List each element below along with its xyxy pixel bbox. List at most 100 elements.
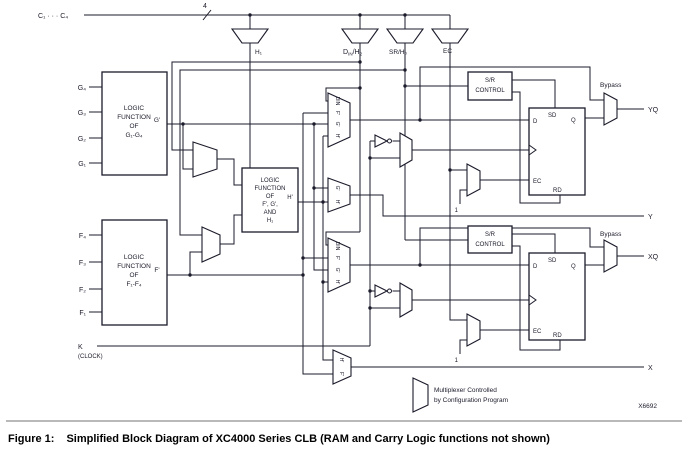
c-bus-label: C₁ · · · C₄: [38, 13, 68, 20]
f-block-line: FUNCTION: [117, 263, 151, 270]
g-function-block: [101, 71, 168, 176]
g3-input-label: G₃: [78, 110, 86, 117]
f-function-block: [101, 219, 168, 326]
f-prime-label: F': [154, 267, 159, 274]
gh-select-mux: [327, 177, 351, 213]
clock-sublabel: (CLOCK): [78, 354, 103, 360]
ec-wires: [449, 43, 467, 321]
f3-input-label: F₃: [79, 260, 86, 267]
ff-lower-d-label: D: [533, 264, 538, 270]
g-block-line: LOGIC: [124, 105, 145, 112]
figure-caption: Figure 1:Simplified Block Diagram of XC4…: [8, 433, 550, 445]
g2-input-label: G₂: [78, 136, 86, 143]
clock-invert-mux-lower: [399, 282, 413, 318]
inverter-upper-icon: [374, 134, 389, 148]
inverter-lower-bubble: [387, 288, 392, 294]
hf-select-mux: [332, 349, 352, 385]
legend-line: by Configuration Program: [434, 397, 508, 404]
bypass-upper-label: Bypass: [600, 82, 622, 89]
c-bus-wire: [84, 9, 451, 29]
h-block-line: AND: [264, 210, 277, 216]
h-block-line: FUNCTION: [255, 186, 286, 192]
bypass-lower-label: Bypass: [600, 231, 622, 238]
sr-h0-mux-label: SR/H₀: [389, 49, 408, 56]
h-block-line: H₁: [267, 218, 273, 224]
ec-enable-mux-upper: [466, 163, 481, 197]
sr-control-upper: [467, 71, 513, 101]
gh-g-label: G': [334, 186, 340, 191]
ff-upper-sd-label: SD: [548, 113, 557, 119]
h1-mux-label: H₁: [255, 49, 263, 56]
din-h2-mux: [340, 28, 380, 44]
f-block-line: OF: [129, 272, 138, 279]
g-block-line: G₁-G₄: [125, 132, 142, 139]
h-prime-wires: [298, 135, 333, 361]
f2-input-label: F₂: [79, 287, 86, 294]
lower-q-wires: [585, 255, 644, 266]
y-wire: [350, 194, 644, 217]
upper4-f-label: F': [334, 111, 340, 115]
g-prime-wires: [167, 123, 328, 271]
upper4-din-label: DIN: [334, 97, 340, 106]
lower4-din-label: DIN: [334, 242, 340, 251]
hf-h-label: H': [338, 358, 344, 363]
upper-flipflop: [528, 107, 586, 196]
clock-to-ff-wires: [412, 149, 529, 301]
hf-f-label: F': [338, 372, 344, 376]
lower-d-wires: [350, 227, 604, 266]
ff-upper-q-label: Q: [571, 118, 576, 124]
upper-input-select-mux: [327, 92, 351, 148]
g-block-line: FUNCTION: [117, 114, 151, 121]
lower4-f-label: F': [334, 256, 340, 260]
const-one-upper-label: 1: [455, 208, 459, 214]
h0-f-select-mux: [201, 226, 221, 263]
ff-lower-q-label: Q: [571, 264, 576, 270]
sr-control-upper-line: S/R: [485, 78, 496, 84]
lower4-h-label: H': [334, 280, 340, 285]
f-block-line: F₁-F₄: [127, 281, 142, 288]
h-function-block: [241, 167, 299, 233]
g4-input-label: G₄: [78, 85, 86, 92]
upper-q-wires: [585, 108, 644, 119]
sr-h0-mux: [385, 28, 425, 44]
sr-to-ff-wires: [512, 79, 561, 351]
lower4-g-label: G': [334, 268, 340, 273]
h1-mux: [230, 28, 270, 44]
h2-g-select-mux: [192, 141, 218, 178]
h-block-input-wires: [217, 158, 242, 245]
g1-input-label: G₁: [78, 161, 86, 168]
x-output-label: X: [648, 365, 653, 372]
sr-control-upper-line: CONTROL: [475, 88, 505, 94]
junction-dots: [181, 13, 452, 310]
ff-clock-triangles: [528, 144, 537, 306]
clock-label: K: [78, 344, 83, 351]
gh-h-label: H': [334, 200, 340, 205]
xq-output-label: XQ: [648, 254, 659, 261]
bypass-mux-upper: [603, 92, 618, 126]
ff-upper-ec-label: EC: [533, 179, 542, 185]
din-h2-mux-label: DIN/H2: [343, 49, 363, 57]
figure-ref-number: X6692: [638, 403, 657, 410]
bus-width-label: 4: [203, 3, 207, 10]
sr-control-lower-line: CONTROL: [475, 242, 505, 248]
ec-top-mux: [430, 28, 470, 44]
f1-input-label: F₁: [79, 310, 86, 317]
ff-lower-sd-label: SD: [548, 258, 557, 264]
upper-d-wires: [350, 66, 604, 121]
ec-top-mux-label: EC: [443, 48, 452, 55]
lower-flipflop: [528, 252, 586, 341]
f-prime-wires: [167, 112, 333, 375]
g-prime-label: G': [154, 117, 160, 124]
ec-mux-wires: [459, 179, 529, 354]
ff-lower-rd-label: RD: [553, 333, 562, 339]
ff-upper-d-label: D: [533, 119, 538, 125]
yq-output-label: YQ: [648, 107, 659, 114]
legend-line: Multiplexer Controlled: [434, 387, 497, 394]
f4-input-label: F₄: [79, 233, 86, 240]
ff-upper-rd-label: RD: [553, 188, 562, 194]
h-block-line: OF: [266, 194, 275, 200]
y-output-label: Y: [648, 214, 653, 221]
sr-control-lower: [467, 225, 513, 254]
